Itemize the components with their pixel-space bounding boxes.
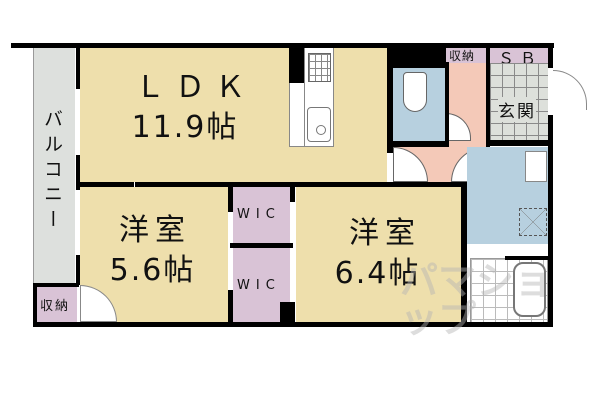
- wall-ldk-left2: [76, 155, 80, 190]
- wall-wic-right: [290, 182, 295, 202]
- wall-wic-left2: [228, 290, 233, 325]
- storage-hall: 収納: [446, 47, 486, 63]
- wic-2: WIC: [233, 248, 290, 322]
- wall-entrance-bottom: [486, 140, 552, 146]
- wall-ldk-left: [76, 47, 80, 89]
- wall-mid-left: [76, 182, 134, 187]
- wall-top: [11, 43, 389, 48]
- wall-wic-left: [228, 182, 233, 212]
- western-2-size: 6.4帖: [334, 256, 421, 291]
- wic-1: WIC: [233, 187, 290, 243]
- wall-right2: [548, 115, 553, 327]
- entrance: 玄関: [490, 63, 548, 140]
- shoe-box: ＳＢ: [490, 47, 548, 68]
- wall-ldk-right: [387, 43, 393, 153]
- wall-wic-corner: [280, 302, 295, 324]
- wall-w2-right: [461, 182, 467, 325]
- bathtub-icon: [513, 262, 546, 317]
- wic-2-label: WIC: [237, 278, 281, 293]
- storage-left: 収納: [37, 285, 77, 322]
- wall-toilet-top: [389, 43, 446, 68]
- room-western-2: [296, 187, 463, 322]
- washing-machine-space-icon: [519, 208, 547, 236]
- kitchen-sink-icon: [307, 107, 331, 142]
- wall-storage-top: [33, 283, 79, 287]
- wall-wic-mid: [230, 243, 293, 248]
- wash-basin-icon: [525, 151, 547, 182]
- wall-toilet-right: [445, 62, 449, 147]
- ldk-size: 11.9帖: [131, 110, 239, 145]
- western-2-name: 洋室: [349, 216, 421, 251]
- wall-w1-left: [76, 255, 80, 285]
- balcony-label: バルコニー: [41, 109, 63, 234]
- storage-hall-label: 収納: [449, 49, 476, 63]
- entry-door-swing: [553, 70, 587, 110]
- wall-storage-left: [33, 283, 37, 325]
- watermark: パマショップ: [400, 259, 553, 341]
- wall-right: [548, 43, 553, 68]
- balcony: バルコニー: [33, 47, 75, 285]
- kitchen-wall: [289, 47, 304, 83]
- ldk-name: ＬＤＫ: [135, 70, 255, 105]
- western-1-name: 洋室: [119, 213, 191, 248]
- western-1-size: 5.6帖: [109, 253, 196, 288]
- wall-mid: [135, 182, 465, 187]
- wall-toilet-bottom: [389, 141, 446, 147]
- toilet-icon: [403, 72, 427, 112]
- storage-left-label: 収納: [40, 299, 71, 314]
- wall-hall-right: [486, 43, 490, 147]
- wall-bath-top: [505, 256, 550, 260]
- wall-top-right: [389, 43, 554, 48]
- room-ldk: [80, 47, 387, 182]
- gas-stove-icon: [308, 53, 331, 82]
- wic-1-label: WIC: [237, 207, 281, 222]
- wall-bottom: [33, 322, 550, 327]
- entrance-label: 玄関: [498, 97, 536, 122]
